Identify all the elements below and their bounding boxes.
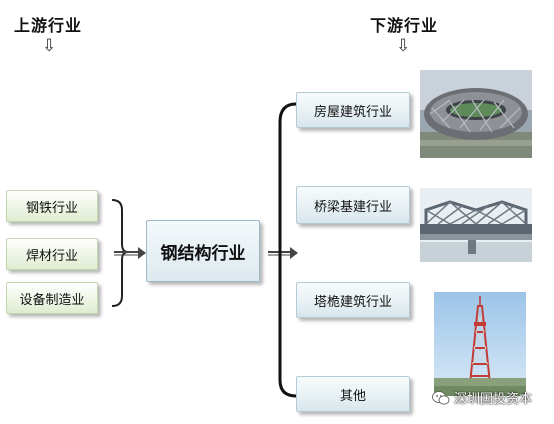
center-steel-structure-box: 钢结构行业 — [146, 220, 260, 282]
downstream-item-bridge: 桥梁基建行业 — [296, 186, 410, 224]
upstream-item-steel: 钢铁行业 — [6, 190, 98, 222]
wechat-icon — [432, 390, 450, 405]
right-arrow-icon — [114, 247, 146, 259]
watermark: 深圳国投资本 — [432, 388, 532, 407]
downstream-bracket — [278, 102, 297, 398]
upstream-item-welding: 焊材行业 — [6, 238, 98, 270]
downstream-item-other: 其他 — [296, 376, 410, 412]
watermark-text: 深圳国投资本 — [454, 392, 533, 407]
downstream-item-housing: 房屋建筑行业 — [296, 92, 410, 128]
bridge-photo — [420, 188, 532, 262]
stadium-photo — [420, 70, 532, 158]
upstream-heading: 上游行业 — [14, 16, 83, 35]
upstream-down-arrow-icon: ⇩ — [42, 36, 57, 56]
upstream-item-equipment: 设备制造业 — [6, 282, 98, 314]
downstream-item-tower: 塔桅建筑行业 — [296, 282, 410, 318]
tower-photo — [434, 292, 526, 396]
right-arrow-icon — [268, 247, 298, 259]
downstream-down-arrow-icon: ⇩ — [396, 36, 411, 56]
downstream-heading: 下游行业 — [370, 16, 439, 35]
